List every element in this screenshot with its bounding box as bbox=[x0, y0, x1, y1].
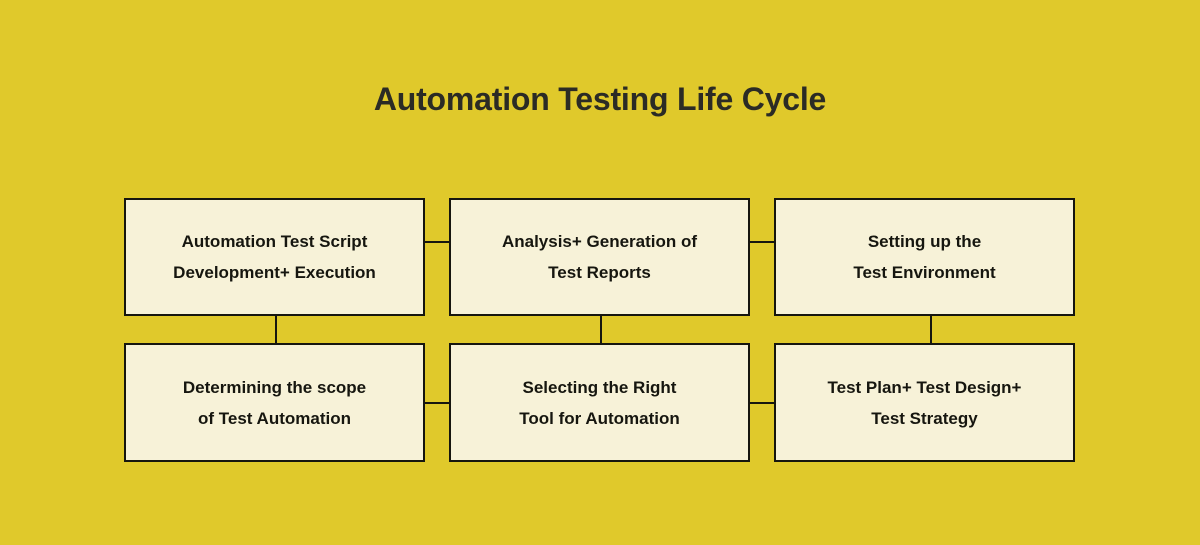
connector-top-row-2-to-3 bbox=[750, 241, 774, 243]
node-label-line-1: Test Plan+ Test Design+ bbox=[827, 377, 1022, 397]
node-label-line-1: Determining the scope bbox=[182, 377, 367, 397]
node-analysis-generation-of-test-reports[interactable]: Analysis+ Generation of Test Reports bbox=[449, 198, 750, 316]
connector-bottom-row-2-to-3 bbox=[750, 402, 774, 404]
node-label: Test Plan+ Test Design+ Test Strategy bbox=[818, 372, 1032, 434]
node-setting-up-test-environment[interactable]: Setting up the Test Environment bbox=[774, 198, 1075, 316]
node-label: Selecting the Right Tool for Automation bbox=[509, 372, 690, 434]
node-label-line-2: Test Strategy bbox=[871, 408, 978, 428]
node-selecting-right-tool-for-automation[interactable]: Selecting the Right Tool for Automation bbox=[449, 343, 750, 462]
node-test-plan-design-strategy[interactable]: Test Plan+ Test Design+ Test Strategy bbox=[774, 343, 1075, 462]
node-label-line-1: Automation Test Script bbox=[181, 232, 368, 251]
node-determining-scope-of-test-automation[interactable]: Determining the scope of Test Automation bbox=[124, 343, 425, 462]
node-label: Analysis+ Generation of Test Reports bbox=[492, 226, 707, 288]
connector-top-row-1-to-2 bbox=[425, 241, 449, 243]
node-label: Setting up the Test Environment bbox=[843, 226, 1005, 288]
node-label: Automation Test Script Development+ Exec… bbox=[163, 226, 386, 288]
node-label-line-2: Test Reports bbox=[548, 263, 651, 282]
node-label-line-1: Analysis+ Generation of bbox=[501, 232, 698, 251]
page-title: Automation Testing Life Cycle bbox=[373, 81, 827, 117]
connector-column-3-vertical bbox=[930, 316, 932, 343]
connector-column-2-vertical bbox=[600, 316, 602, 343]
connector-column-1-vertical bbox=[275, 316, 277, 343]
node-label-line-1: Selecting the Right bbox=[522, 377, 677, 397]
node-label-line-2: of Test Automation bbox=[198, 408, 351, 428]
node-label: Determining the scope of Test Automation bbox=[173, 372, 376, 434]
node-automation-test-script[interactable]: Automation Test Script Development+ Exec… bbox=[124, 198, 425, 316]
node-label-line-2: Development+ Execution bbox=[173, 263, 376, 282]
node-label-line-2: Test Environment bbox=[853, 263, 996, 282]
node-label-line-1: Setting up the bbox=[867, 232, 982, 251]
node-label-line-2: Tool for Automation bbox=[519, 408, 680, 428]
connector-bottom-row-1-to-2 bbox=[425, 402, 449, 404]
